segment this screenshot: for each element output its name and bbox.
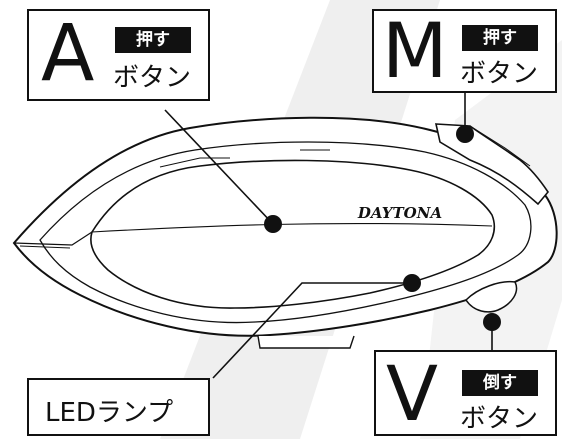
device-tip-lines bbox=[13, 231, 93, 246]
callout-m-button: M 押す ボタン bbox=[372, 9, 557, 93]
callout-v-letter: V bbox=[386, 349, 438, 438]
callout-m-badge: 押す bbox=[462, 25, 538, 51]
callout-m-sub: ボタン bbox=[460, 59, 539, 89]
callout-a-letter: A bbox=[41, 9, 95, 99]
leader-line-led bbox=[212, 282, 412, 379]
callout-v-badge: 倒す bbox=[462, 370, 538, 396]
callout-v-button: V 倒す ボタン bbox=[374, 350, 557, 436]
leader-line-a bbox=[164, 109, 274, 225]
callout-led-label: LEDランプ bbox=[45, 398, 174, 428]
device-face-plate bbox=[90, 159, 496, 309]
callout-v-sub: ボタン bbox=[460, 404, 539, 434]
v-lever-housing bbox=[465, 280, 518, 313]
callout-m-letter: M bbox=[382, 6, 448, 95]
device-inner-contour bbox=[39, 141, 532, 324]
marker-led bbox=[403, 274, 421, 292]
callout-a-button: A 押す ボタン bbox=[27, 9, 210, 101]
brand-logo: DAYTONA bbox=[357, 204, 442, 222]
marker-a bbox=[264, 215, 282, 233]
callout-led-lamp: LEDランプ bbox=[27, 378, 210, 436]
marker-v bbox=[483, 313, 501, 331]
device-top-edge bbox=[159, 157, 230, 168]
device-bottom-clip bbox=[257, 335, 355, 349]
callout-a-badge: 押す bbox=[115, 27, 191, 53]
callout-a-sub: ボタン bbox=[113, 63, 192, 93]
m-button-housing bbox=[434, 123, 549, 206]
marker-m bbox=[456, 125, 474, 143]
